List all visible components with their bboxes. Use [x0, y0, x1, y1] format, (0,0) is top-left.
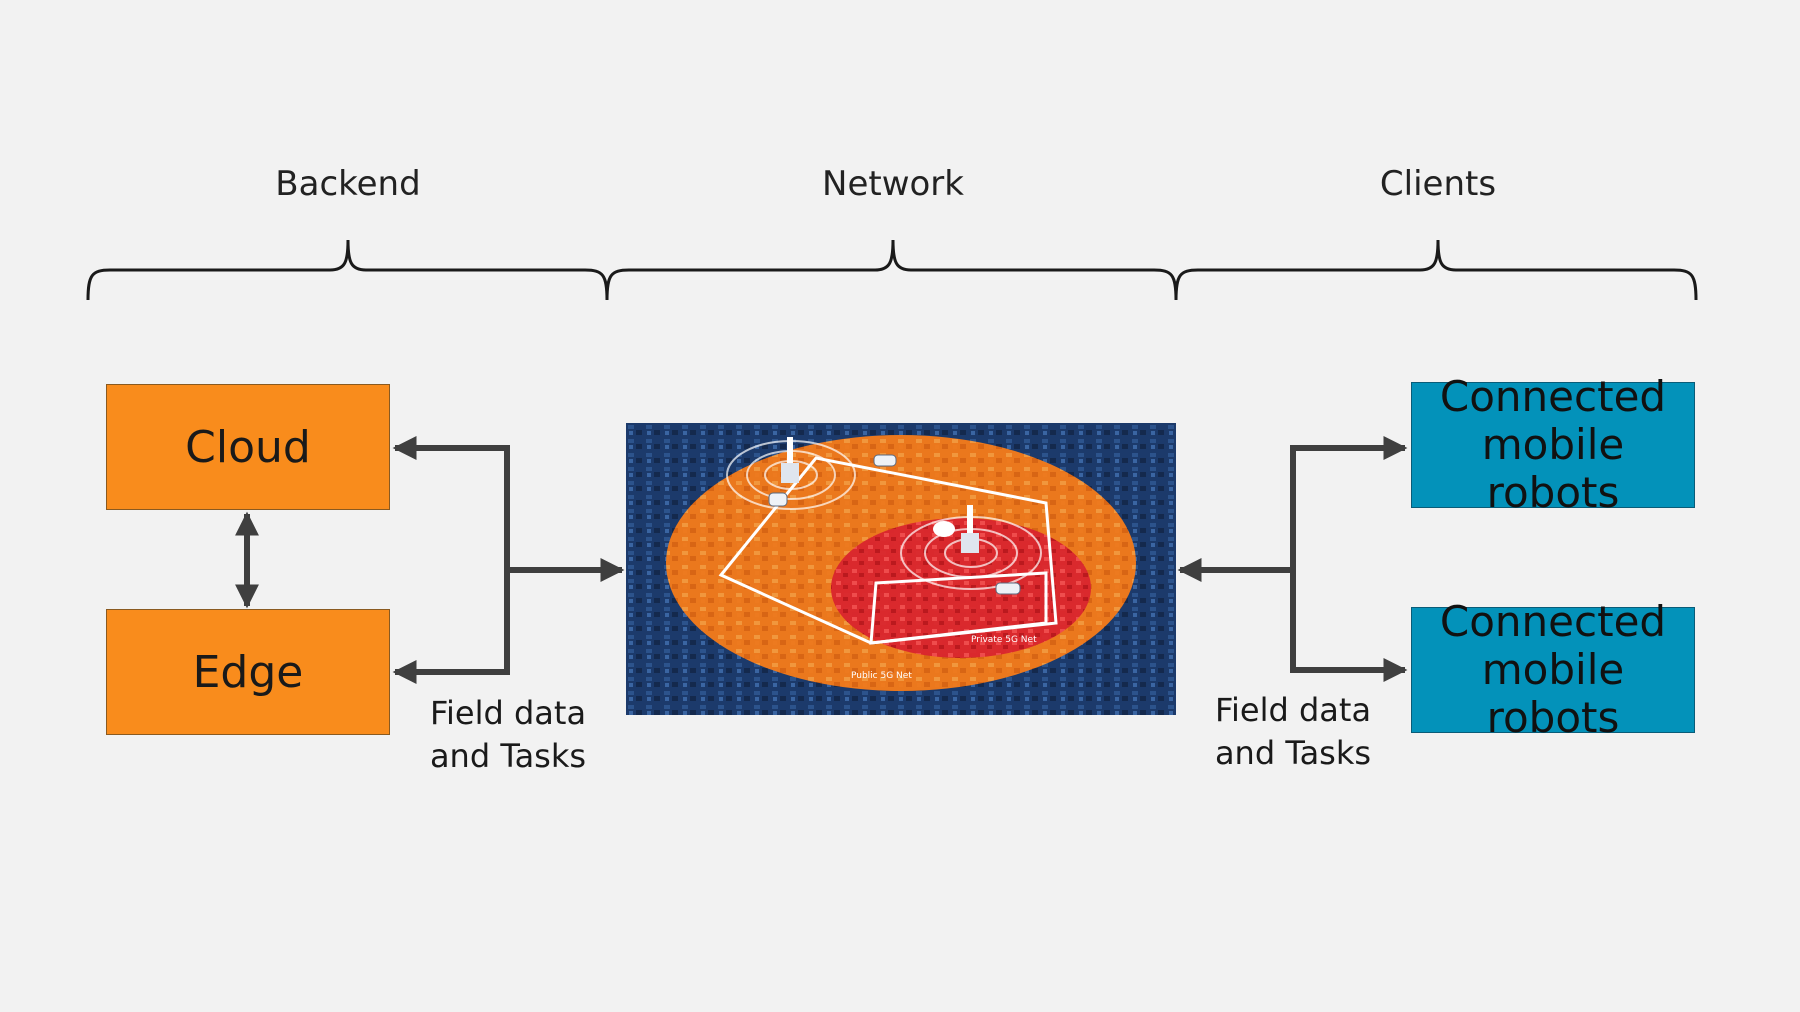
- cloud-label: Cloud: [185, 421, 311, 473]
- section-label-clients: Clients: [1379, 164, 1497, 204]
- route-outer: [718, 456, 1058, 645]
- left-fork-line: [392, 436, 510, 684]
- robot-box-top: Connected mobile robots: [1411, 373, 1695, 517]
- cloud-box: Cloud: [106, 384, 390, 510]
- robot-bottom-line-1: Connected: [1439, 597, 1667, 646]
- network-map-image: Private 5G Net Public 5G Net: [626, 423, 1176, 715]
- robot-top-line-1: Connected: [1439, 372, 1667, 421]
- right-edge-label: Field data and Tasks: [1183, 689, 1403, 775]
- robot-top-line-2: mobile robots: [1481, 420, 1625, 517]
- cell-tower-left: [781, 437, 799, 483]
- right-fork-line: [1290, 436, 1408, 682]
- robot-box-bottom: Connected mobile robots: [1411, 598, 1695, 742]
- bracket-network: [605, 239, 1178, 301]
- cloud-icon: [933, 521, 955, 537]
- right-edge-label-line-2: and Tasks: [1214, 734, 1372, 772]
- bracket-clients: [1174, 239, 1698, 301]
- cell-tower-right: [961, 505, 979, 553]
- left-edge-label: Field data and Tasks: [398, 692, 618, 778]
- left-edge-label-line-1: Field data: [429, 694, 587, 732]
- route-inner: [869, 571, 1048, 645]
- edge-box: Edge: [106, 609, 390, 735]
- section-label-network: Network: [822, 164, 964, 204]
- edge-label: Edge: [192, 646, 304, 698]
- vehicle-icons: [768, 454, 1021, 595]
- section-label-backend: Backend: [275, 164, 421, 204]
- right-edge-label-line-1: Field data: [1214, 691, 1372, 729]
- bracket-backend: [86, 239, 609, 301]
- robot-bottom-line-2: mobile robots: [1481, 645, 1625, 742]
- left-edge-label-line-2: and Tasks: [429, 737, 587, 775]
- private-5g-label: Private 5G Net: [971, 635, 1037, 645]
- public-5g-label: Public 5G Net: [851, 671, 912, 681]
